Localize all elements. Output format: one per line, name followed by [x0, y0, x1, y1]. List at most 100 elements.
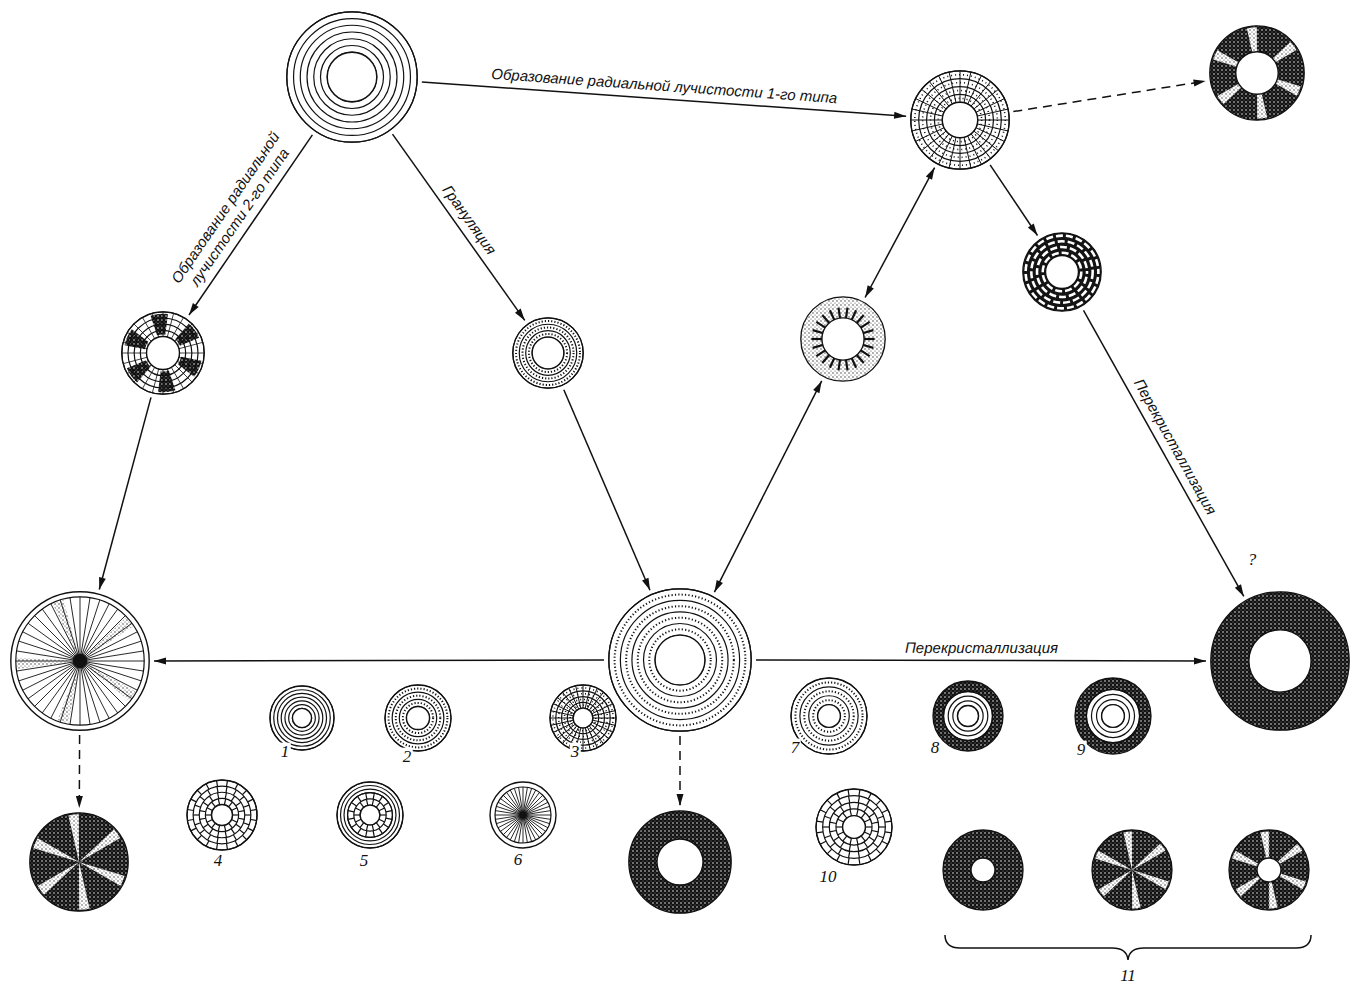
structure-circle	[1210, 591, 1350, 731]
pattern-stroke	[850, 838, 851, 844]
pattern-stroke	[79, 862, 125, 886]
pattern-stroke	[825, 816, 831, 818]
pattern-stroke	[838, 848, 841, 854]
pattern-stroke	[51, 661, 80, 718]
pattern-stroke	[199, 792, 245, 838]
circle-outline	[121, 311, 205, 395]
pattern-stroke	[187, 780, 257, 850]
pattern-stroke	[287, 12, 417, 142]
pattern-stroke	[360, 802, 364, 807]
pattern-stroke	[239, 830, 244, 834]
pattern-stroke	[816, 821, 823, 822]
pattern-stroke	[1257, 858, 1281, 882]
pattern-stroke	[843, 816, 866, 839]
pattern-stroke	[848, 789, 849, 796]
callout-number: 9	[1076, 741, 1087, 760]
pattern-stroke	[944, 692, 993, 741]
pattern-stroke	[224, 799, 225, 805]
structure-circle	[29, 812, 129, 912]
pattern-stroke	[848, 858, 849, 865]
pattern-stroke	[231, 796, 234, 801]
pattern-stroke	[147, 337, 180, 370]
pattern-stroke	[818, 705, 841, 728]
pattern-stroke	[360, 805, 380, 825]
pattern-stroke	[567, 702, 598, 733]
pattern-stroke	[348, 818, 354, 819]
pattern-stroke	[251, 809, 257, 811]
sample-figure	[943, 830, 1023, 910]
pattern-stroke	[513, 318, 583, 388]
arrow-connector	[756, 659, 1206, 661]
pattern-stroke	[80, 597, 81, 661]
pattern-stroke	[337, 782, 403, 848]
pattern-stroke	[866, 800, 869, 806]
pattern-stroke	[187, 819, 193, 821]
sample-figure	[550, 685, 616, 751]
pattern-stroke	[229, 823, 233, 828]
callout-number: 1	[280, 743, 291, 762]
pattern-stroke	[195, 823, 201, 825]
pattern-stroke	[953, 701, 983, 731]
pattern-stroke	[816, 350, 825, 356]
pattern-stroke	[840, 842, 844, 848]
pattern-stroke	[942, 102, 977, 137]
pattern-stroke	[877, 816, 883, 818]
pattern-stroke	[507, 815, 523, 838]
pattern-stroke	[523, 815, 532, 842]
pattern-stroke	[218, 799, 219, 805]
pattern-stroke	[226, 780, 228, 786]
pattern-stroke	[140, 330, 185, 375]
pattern-stroke	[203, 802, 208, 805]
pattern-stroke	[791, 678, 867, 754]
pattern-stroke	[830, 843, 835, 847]
pattern-stroke	[80, 641, 141, 661]
sample-figure	[933, 681, 1003, 751]
callout-number: 5	[359, 852, 370, 871]
pattern-stroke	[80, 604, 109, 661]
pattern-stroke	[938, 98, 981, 141]
pattern-stroke	[122, 312, 204, 394]
pattern-stroke	[216, 844, 218, 850]
pattern-stroke	[840, 806, 844, 812]
pattern-stroke	[243, 805, 249, 807]
pattern-stroke	[270, 686, 334, 750]
pattern-stroke	[846, 308, 848, 318]
circle-outline	[800, 296, 886, 382]
edge-label: Образование радиальной лучистости 1-го т…	[488, 65, 841, 107]
pattern-stroke	[1102, 705, 1125, 728]
pattern-stroke	[1099, 870, 1132, 896]
pattern-stroke	[1031, 241, 1092, 302]
pattern-stroke	[399, 699, 436, 736]
pattern-stroke	[496, 815, 523, 824]
pattern-stroke	[379, 796, 382, 801]
pattern-stroke	[354, 814, 360, 815]
pattern-stroke	[1026, 236, 1099, 309]
pattern-stroke	[281, 697, 323, 739]
pattern-stroke	[876, 849, 881, 854]
pattern-stroke	[1046, 256, 1079, 289]
pattern-stroke	[550, 685, 616, 751]
pattern-stroke	[226, 787, 227, 793]
pattern-stroke	[358, 796, 361, 801]
pattern-stroke	[944, 692, 993, 741]
pattern-stroke	[562, 697, 605, 740]
pattern-stroke	[406, 706, 429, 729]
pattern-stroke	[193, 814, 199, 815]
circle-outline	[608, 588, 752, 732]
pattern-stroke	[392, 692, 444, 744]
pattern-stroke	[1086, 689, 1139, 742]
pattern-stroke	[80, 661, 100, 722]
pattern-stroke	[348, 793, 393, 838]
pattern-stroke	[235, 841, 238, 846]
edge-label: Грануляция	[438, 179, 503, 260]
pattern-stroke	[1210, 26, 1304, 120]
pattern-stroke	[366, 799, 367, 805]
pattern-stroke	[833, 813, 839, 817]
pattern-stroke	[366, 831, 367, 837]
pattern-stroke	[857, 355, 864, 363]
pattern-stroke	[187, 809, 193, 811]
circle-outline	[10, 591, 150, 731]
pattern-stroke	[383, 803, 388, 806]
pattern-stroke	[829, 802, 878, 851]
circle-outline	[29, 812, 129, 912]
